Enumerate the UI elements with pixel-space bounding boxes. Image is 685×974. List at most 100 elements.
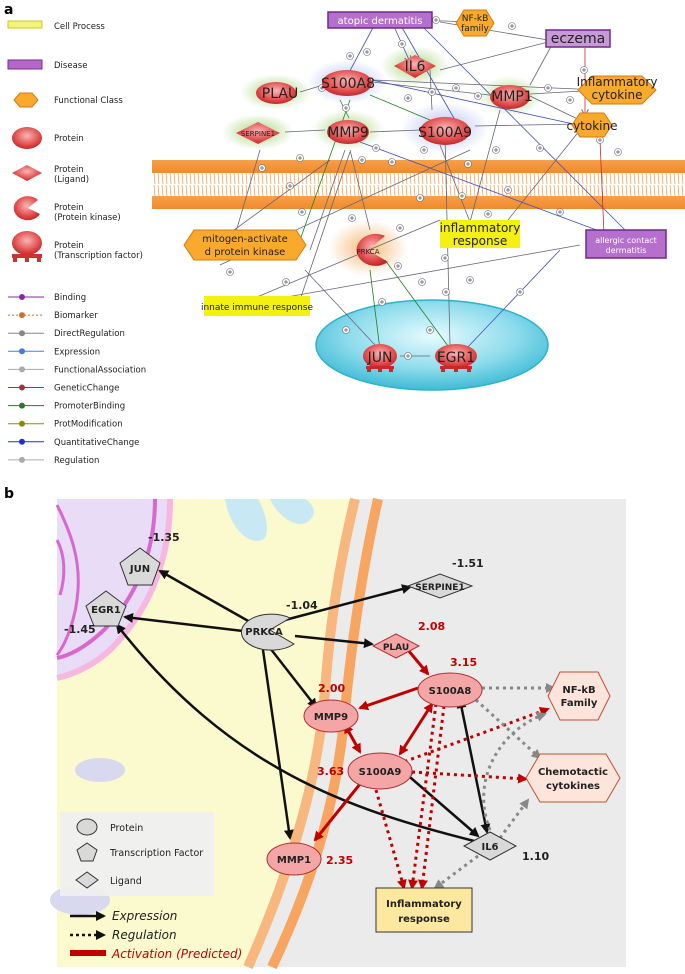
membrane-lipid-tail	[537, 172, 540, 185]
membrane-lipid-tail	[241, 172, 244, 185]
membrane-lipid-tail	[261, 172, 264, 185]
membrane-lipid-tail	[613, 172, 616, 185]
membrane-lipid-tail	[349, 172, 352, 185]
membrane-lipid-tail	[557, 172, 560, 185]
edge-plus-sign	[466, 162, 470, 166]
membrane-lipid-tail	[577, 184, 580, 197]
membrane-lipid-tail	[225, 184, 228, 197]
tf-legend-swatch	[12, 231, 42, 255]
egr1-node-b	[85, 590, 127, 627]
membrane-lipid-tail	[341, 184, 344, 197]
membrane-lipid-tail	[377, 172, 380, 185]
s100a9-label-a: S100A9	[418, 125, 472, 141]
membrane-lipid-tail	[585, 172, 588, 185]
edge-plus-sign	[260, 166, 264, 170]
membrane-lipid-tail	[513, 184, 516, 197]
membrane-lipid-tail	[181, 172, 184, 185]
membrane-lipid-tail	[281, 172, 284, 185]
membrane-lipid-tail	[165, 172, 168, 185]
legend-protein-tf: Protein	[54, 241, 84, 251]
membrane-lipid-tail	[441, 184, 444, 197]
membrane-lipid-tail	[557, 184, 560, 197]
family-label-a: family	[461, 24, 489, 34]
membrane-lipid-tail	[269, 184, 272, 197]
edge-plus-sign	[444, 290, 448, 294]
membrane-lipid-tail	[545, 172, 548, 185]
egr1-value: -1.45	[64, 623, 96, 636]
edge-plus-sign	[406, 354, 410, 358]
edge-plus-sign	[380, 300, 384, 304]
edge-legend-label-geneticchange: GeneticChange	[54, 384, 119, 394]
membrane-lipid-tail	[541, 172, 544, 185]
membrane-lipid-tail	[605, 172, 608, 185]
membrane-lipid-tail	[253, 172, 256, 185]
membrane-lipid-tail	[509, 172, 512, 185]
mapk-label-2: d protein kinase	[205, 247, 286, 258]
membrane-lipid-tail	[301, 184, 304, 197]
edge-legend-label-directregulation: DirectRegulation	[54, 329, 125, 339]
eczema-node	[545, 29, 611, 48]
membrane-lipid-tail	[485, 184, 488, 197]
membrane-lipid-tail	[665, 172, 668, 185]
mmp1-node-b	[266, 842, 322, 876]
membrane-lipid-tail	[461, 172, 464, 185]
membrane-lipid-tail	[173, 172, 176, 185]
membrane-lipid-tail	[521, 172, 524, 185]
edge-plus-sign	[616, 150, 620, 154]
membrane-lipid-tail	[569, 184, 572, 197]
membrane-lipid-tail	[297, 184, 300, 197]
membrane-lipid-tail	[565, 172, 568, 185]
membrane-lipid-tail	[549, 184, 552, 197]
membrane-lipid-tail	[549, 172, 552, 185]
edge-plus-sign	[422, 148, 426, 152]
membrane-lipid-tail	[585, 184, 588, 197]
serpine1-value: -1.51	[452, 557, 484, 570]
egr1-label-a: EGR1	[437, 350, 475, 366]
il6-node-b	[462, 831, 518, 861]
membrane-lipid-tail	[513, 172, 516, 185]
membrane-lipid-tail	[609, 172, 612, 185]
membrane-lipid-tail	[261, 184, 264, 197]
mmp9-node-b	[303, 699, 359, 733]
membrane-lipid-tail	[437, 172, 440, 185]
membrane-lipid-tail	[193, 172, 196, 185]
edge-plus-sign	[443, 256, 447, 260]
functional-class-legend-swatch	[13, 92, 39, 108]
membrane-lipid-tail	[429, 184, 432, 197]
cytokine-label-a1: cytokine	[591, 88, 642, 102]
membrane-lipid-tail	[653, 172, 656, 185]
membrane-lipid-tail	[649, 184, 652, 197]
membrane-lipid-tail	[405, 184, 408, 197]
membrane-lipid-tail	[609, 184, 612, 197]
membrane-lipid-tail	[593, 184, 596, 197]
disease-legend-swatch	[7, 59, 43, 70]
edge-plus-sign	[506, 188, 510, 192]
membrane-lipid-tail	[425, 172, 428, 185]
membrane-lipid-tail	[369, 172, 372, 185]
membrane-lipid-tail	[657, 184, 660, 197]
edge-plus-sign	[365, 50, 369, 54]
legend-regulation: Regulation	[112, 928, 177, 942]
membrane-lipid-tail	[289, 172, 292, 185]
membrane-lipid-tail	[465, 184, 468, 197]
membrane-lipid-tail	[373, 172, 376, 185]
edge-plus-sign	[398, 226, 402, 230]
membrane-lipid-tail	[389, 172, 392, 185]
membrane-lipid-tail	[453, 184, 456, 197]
membrane-lipid-tail	[333, 184, 336, 197]
mmp1-label-a: MMP1	[491, 89, 533, 105]
membrane-lipid-tail	[393, 172, 396, 185]
membrane-lipid-tail	[501, 184, 504, 197]
membrane-lipid-tail	[229, 184, 232, 197]
membrane-lipid-tail	[241, 184, 244, 197]
serpine1-node-b	[406, 573, 474, 599]
membrane-lipid-tail	[681, 172, 684, 185]
inflammatory-label-a: Inflammatory	[577, 75, 658, 89]
membrane-lipid-tail	[277, 172, 280, 185]
edge-plus-sign	[348, 54, 352, 58]
legend-a: Cell Process Disease Functional Class Pr…	[7, 20, 143, 262]
edge-legend-label-regulation: Regulation	[54, 456, 99, 466]
edge-plus-sign	[396, 264, 400, 268]
edge-plus-sign	[568, 98, 572, 102]
edge-plus-sign	[284, 280, 288, 284]
